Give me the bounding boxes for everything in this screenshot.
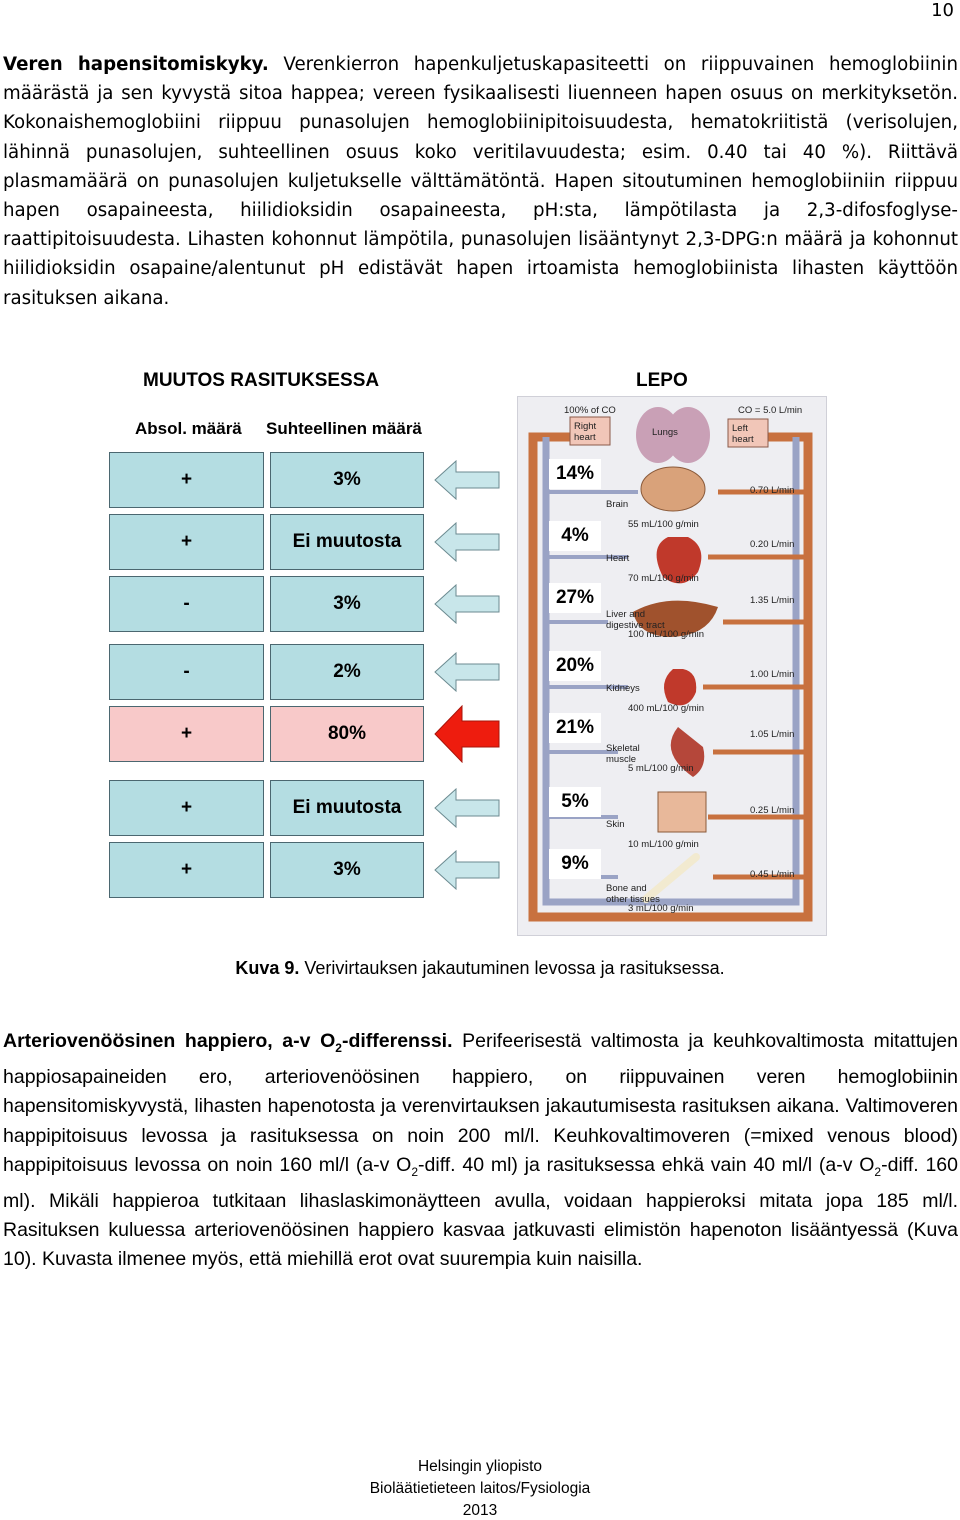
heading-exercise-change: MUUTOS RASITUKSESSA [143,370,380,391]
organ-flow-rate: 1.05 L/min [750,729,795,740]
rest-percentage-label: 27% [549,583,601,613]
relative-change-cell: Ei muutosta [270,514,424,570]
intro-title: Veren hapensitomiskyky. [3,54,269,75]
organ-specific-flow: 5 mL/100 g/min [628,763,694,774]
left-heart-box [727,418,769,448]
blue-arrow-icon [434,584,500,624]
absolute-change-cell: - [109,576,264,632]
organ-specific-flow: 100 mL/100 g/min [628,629,705,640]
organ-flow-rate: 0.25 L/min [750,805,795,816]
rest-percentage-label: 9% [549,849,601,879]
muscle-shape [670,727,705,777]
blue-arrow-icon [434,460,500,500]
vein-loop [542,437,800,906]
footer-year: 2013 [462,1502,498,1519]
relative-change-cell: 3% [270,576,424,632]
column-relative-label: Suhteellinen määrä [266,419,422,438]
organ-specific-flow: 400 mL/100 g/min [628,703,705,714]
co-percent-label: 100% of CO [564,405,616,416]
column-absolute-label: Absol. määrä [135,419,242,438]
heading-rest: LEPO [636,370,688,391]
relative-change-cell: Ei muutosta [270,780,424,836]
rest-percentage-label: 14% [549,459,601,489]
intro-text: Verenkierron hapenkuljetuskapasiteetti o… [3,54,958,309]
relative-change-cell: 80% [270,706,424,762]
caption-label: Kuva 9. [235,958,300,978]
large-red-arrow-icon [434,705,500,763]
section2-paragraph: Arteriovenöösinen happiero, a-v O2-diffe… [3,1030,958,1271]
skin-shape [657,791,707,833]
organ-name: Liver and digestive tract [606,609,665,631]
intro-paragraph: Veren hapensitomiskyky. Verenkierron hap… [3,50,958,313]
organ-name: Skin [606,819,625,830]
absolute-change-cell: - [109,644,264,700]
caption-text: Verivirtauksen jakautuminen levossa ja r… [304,958,725,978]
organ-flow-rate: 0.70 L/min [750,485,795,496]
section2-text-b: -diff. 40 ml) ja rasituksessa ehkä vain … [418,1153,875,1176]
absolute-change-cell: + [109,780,264,836]
organ-name: Kidneys [606,683,640,694]
blue-arrow-icon [434,788,500,828]
heart-shape [656,537,702,584]
section2-title: Arteriovenöösinen happiero, a-v O2-diffe… [3,1030,453,1055]
section2-text-a: Perifeerisestä valtimosta ja keuhkovalti… [3,1030,958,1176]
absolute-change-cell: + [109,842,264,898]
blue-arrow-icon [434,652,500,692]
cardiac-output-label: CO = 5.0 L/min [738,405,803,416]
left-heart-label: Left heart [732,423,754,445]
organ-name: Heart [606,553,630,564]
section2-text-c: -diff. 160 ml). Mikäli happieroa tutkita… [3,1153,958,1271]
figure-caption: Kuva 9. Verivirtauksen jakautuminen levo… [0,958,960,979]
footer-department: Bioläätietieteen laitos/Fysiologia [369,1480,591,1497]
absolute-change-cell: + [109,514,264,570]
organ-name: Bone and other tissues [606,883,660,905]
brain-shape [640,466,706,512]
rest-percentage-label: 4% [549,521,601,551]
right-heart-box [569,416,611,446]
organ-specific-flow: 70 mL/100 g/min [628,573,699,584]
absolute-change-cell: + [109,452,264,508]
lungs-label: Lungs [652,427,678,438]
absolute-change-cell: + [109,706,264,762]
organ-name: Skeletal muscle [606,743,640,765]
organ-specific-flow: 10 mL/100 g/min [628,839,699,850]
blue-arrow-icon [434,850,500,890]
blue-arrow-icon [434,522,500,562]
organ-flow-rate: 1.00 L/min [750,669,795,680]
right-heart-label: Right heart [574,421,597,443]
rest-percentage-label: 20% [549,651,601,681]
organ-name: Brain [606,499,629,510]
organ-flow-rate: 0.45 L/min [750,869,795,880]
vessel-loop [528,432,813,922]
relative-change-cell: 3% [270,842,424,898]
bone-shape [642,853,700,903]
lung-right [666,407,710,463]
organ-specific-flow: 55 mL/100 g/min [628,519,699,530]
rest-percentage-label: 21% [549,713,601,743]
organ-specific-flow: 3 mL/100 g/min [628,903,694,914]
relative-change-cell: 3% [270,452,424,508]
organ-flow-rate: 0.20 L/min [750,539,795,550]
page-number: 10 [931,0,954,21]
rest-percentage-label: 5% [549,787,601,817]
liver-shape [633,600,718,637]
kidney-shape [664,669,697,706]
relative-change-cell: 2% [270,644,424,700]
organ-flow-rate: 1.35 L/min [750,595,795,606]
footer-university: Helsingin yliopisto [417,1458,543,1475]
